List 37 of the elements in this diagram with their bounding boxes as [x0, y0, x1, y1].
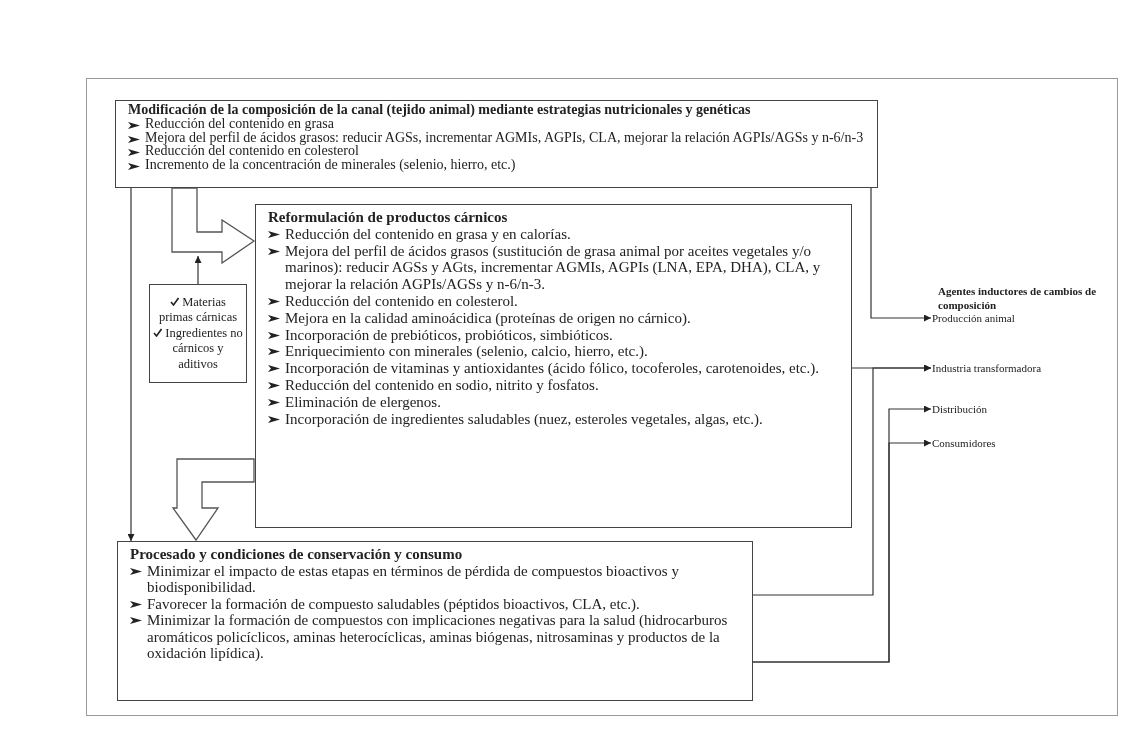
- list-item: Mejora del perfil de ácidos grasos: reducir AGSs, incrementar AGMIs, AGPIs, CLA, mejorar la relación AGPIs/AGSs y n-6/n-3: [145, 130, 864, 145]
- target-label: Distribución: [932, 401, 1102, 417]
- list-item: Reducción del contenido en colesterol: [145, 144, 359, 159]
- block-arrow: [171, 187, 256, 265]
- arrow: [127, 187, 135, 542]
- process-box: [255, 204, 852, 528]
- list-item: Mejora en la calidad aminoácidica (proteínas de origen no cárnico).: [285, 309, 691, 327]
- section-heading: Agentes inductores de cambios de composición: [938, 284, 1098, 312]
- process-box: [117, 541, 753, 701]
- block-arrow: [171, 458, 255, 542]
- list-item: Incorporación de prebióticos, probióticos, simbióticos.: [285, 326, 613, 344]
- list-item: Favorecer la formación de compuesto saludables (péptidos bioactivos, CLA, etc.).: [147, 595, 640, 612]
- list-item: Mejora del perfil de ácidos grasos (sustitución de grasa animal por aceites vegetales y/o marinos): reducir AGSs y AGts, incrementar AGMIs, AGPIs (LNA, EPA, DHA), CLA, y mejorar la relación AGPIs/AGSs y n-6/n-3.: [285, 242, 822, 293]
- list-item: Reducción del contenido en sodio, nitrito y fosfatos.: [285, 376, 599, 394]
- list-item: Reducción del contenido en grasa y en calorías.: [285, 225, 571, 243]
- target-label: Producción animal: [932, 310, 1102, 326]
- list-item: Enriquecimiento con minerales (selenio, calcio, hierro, etc.).: [285, 343, 648, 361]
- list-item: Incremento de la concentración de minerales (selenio, hierro, etc.): [145, 158, 516, 172]
- list-item: Incorporación de vitaminas y antioxidantes (ácido fólico, tocoferoles, carotenoides, etc.).: [285, 360, 819, 377]
- list-item: Minimizar el impacto de estas etapas en términos de pérdida de compuestos bioactivos y biodisponibilidad.: [147, 562, 680, 596]
- list-item: Reducción del contenido en colesterol.: [285, 293, 518, 310]
- input-box: [149, 284, 247, 383]
- check-item: Ingredientes no cárnicos y aditivos: [152, 325, 244, 373]
- list-item: Reducción del contenido en grasa: [145, 116, 334, 131]
- list-item: Incorporación de ingredientes saludables (nuez, esteroles vegetales, algas, etc.).: [285, 410, 763, 428]
- arrow: [752, 364, 932, 596]
- box-heading: Procesado y condiciones de conservación y consumo: [130, 546, 464, 563]
- arrow: [194, 255, 202, 285]
- target-label: Industria transformadora: [932, 360, 1102, 376]
- target-label: Consumidores: [932, 435, 1102, 451]
- arrow: [870, 187, 932, 322]
- list-item: Minimizar la formación de compuestos con implicaciones negativas para la salud (hidrocarburos aromáticos policíclicos, aminas heterocíclicas, aminas biógenas, nitrosaminas y productos de la oxidación lipídica).: [147, 612, 729, 662]
- check-item: Materias primas cárnicas: [157, 294, 239, 326]
- box-heading: Reformulación de productos cárnicos: [268, 209, 509, 226]
- process-box: [115, 100, 878, 188]
- box-heading: Modificación de la composición de la canal (tejido animal) mediante estrategias nutricionales y genéticas: [128, 103, 752, 117]
- list-item: Eliminación de elergenos.: [285, 393, 441, 411]
